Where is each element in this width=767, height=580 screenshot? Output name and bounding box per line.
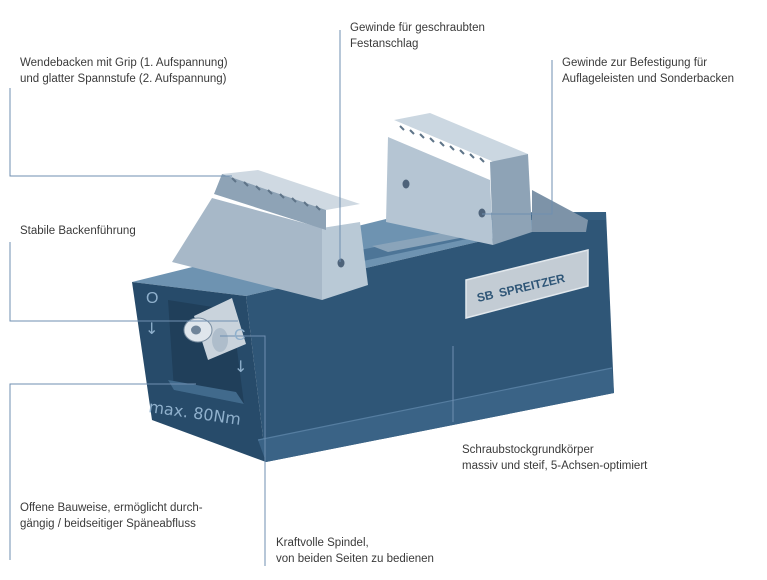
brand-plate xyxy=(465,249,589,319)
spindle-socket xyxy=(191,325,201,335)
guide-rail xyxy=(372,231,470,252)
callout-thread-mount: Gewinde zur Befestigung für Auflageleist… xyxy=(562,55,734,87)
fixed-jaw-foot xyxy=(532,190,588,232)
brand-plate-shape xyxy=(465,249,589,319)
callout-line: Festanschlag xyxy=(350,38,419,50)
close-symbol: C xyxy=(234,327,246,344)
brand-logo: SB xyxy=(476,287,496,304)
leader-thread-mount xyxy=(482,60,553,215)
callout-reversible-jaws: Wendebacken mit Grip (1. Aufspannung) un… xyxy=(20,55,228,87)
movable-jaw-face xyxy=(322,222,368,300)
spindle xyxy=(183,298,246,360)
leader-lines xyxy=(9,30,553,566)
callout-line: gängig / beidseitiger Späneabfluss xyxy=(20,518,196,530)
leader-open-design xyxy=(9,383,196,560)
arrow-down-icon: ↓ xyxy=(145,319,158,338)
callout-line: massiv und steif, 5-Achsen-optimiert xyxy=(462,460,648,472)
callout-line: Gewinde zur Befestigung für xyxy=(562,57,708,69)
fixed-jaw-top xyxy=(394,113,528,162)
thread-hole-right xyxy=(478,208,486,218)
leader-spindle xyxy=(220,335,266,566)
callout-line: Offene Bauweise, ermöglicht durch- xyxy=(20,502,203,514)
callout-line: von beiden Seiten zu bedienen xyxy=(276,553,434,565)
fixed-jaw-side xyxy=(490,154,532,245)
open-symbol: O xyxy=(146,290,158,307)
fixed-jaw-front xyxy=(386,137,493,245)
brand-plate-dots: ▪▪▪ xyxy=(497,306,510,316)
callout-jaw-guide: Stabile Backenführung xyxy=(20,223,136,239)
fixed-jaw-grip-teeth xyxy=(399,125,485,163)
leader-reversible-jaws xyxy=(9,88,232,177)
fixed-jaw xyxy=(386,113,588,245)
callout-line: Stabile Backenführung xyxy=(20,225,136,237)
callout-spindle: Kraftvolle Spindel, von beiden Seiten zu… xyxy=(276,535,434,567)
movable-jaw-top xyxy=(222,170,360,210)
callout-line: Schraubstockgrundkörper xyxy=(462,444,594,456)
callout-line: Kraftvolle Spindel, xyxy=(276,537,369,549)
movable-jaw xyxy=(172,170,368,300)
callout-thread-stop: Gewinde für geschraubten Festanschlag xyxy=(350,20,485,52)
spindle-collar xyxy=(212,328,228,352)
leader-jaw-guide xyxy=(9,242,238,322)
fixed-stop-thread-hole xyxy=(337,258,345,268)
arrow-down-icon: ↓ xyxy=(234,357,247,376)
channel-floor xyxy=(168,380,244,404)
movable-jaw-grip-teeth xyxy=(231,177,321,211)
movable-jaw-slope xyxy=(172,198,322,300)
movable-jaw-lip xyxy=(214,174,326,230)
callout-line: Wendebacken mit Grip (1. Aufspannung) xyxy=(20,57,228,69)
thread-hole-left xyxy=(402,179,410,189)
callout-line: Gewinde für geschraubten xyxy=(350,22,485,34)
body-lower-step xyxy=(258,368,614,462)
callout-open-design: Offene Bauweise, ermöglicht durch- gängi… xyxy=(20,500,203,532)
callout-vise-body: Schraubstockgrundkörper massiv und steif… xyxy=(462,442,647,474)
callout-line: und glatter Spannstufe (2. Aufspannung) xyxy=(20,73,227,85)
callout-line: Auflageleisten und Sonderbacken xyxy=(562,73,734,85)
